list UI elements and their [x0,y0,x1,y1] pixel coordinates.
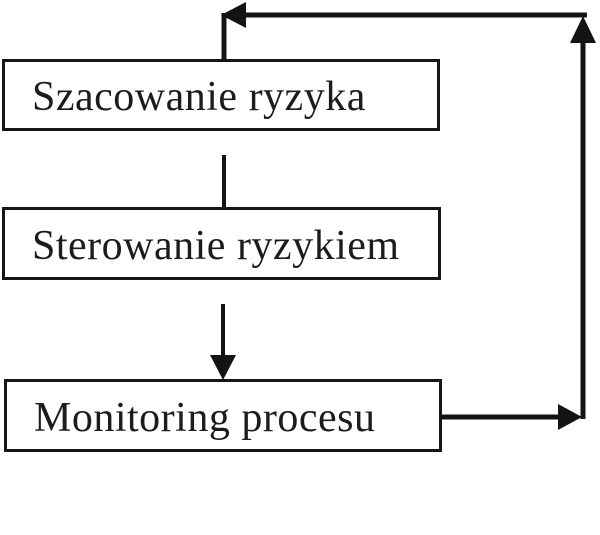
arrowhead-left-icon [221,2,246,28]
flow-box-risk-assessment: Szacowanie ryzyka [2,59,440,131]
arrowhead-up-icon [570,16,596,43]
flow-box-process-monitoring: Monitoring procesu [4,379,442,452]
arrowhead-right-icon [558,404,582,430]
flow-box-risk-control: Sterowanie ryzykiem [2,207,441,280]
box-label-risk-assessment: Szacowanie ryzyka [32,74,366,120]
box-label-process-monitoring: Monitoring procesu [34,394,376,441]
box-label-risk-control: Sterowanie ryzykiem [32,222,400,269]
arrowhead-down-icon [210,355,236,380]
